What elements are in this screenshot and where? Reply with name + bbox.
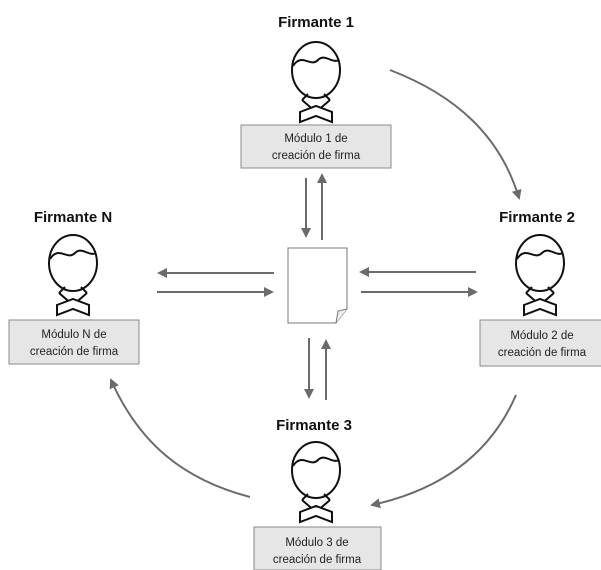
signer-2-module-line1: Módulo 2 de: [510, 330, 573, 342]
arrow-signer-1-to-signer-2: [389, 69, 522, 200]
person-icon: [515, 234, 565, 316]
signer-2-module-box: Módulo 2 de creación de firma: [479, 319, 601, 367]
person-icon: [291, 41, 341, 123]
arrow-signer-3-to-signer-n: [109, 378, 251, 498]
arrow-signer-2-to-signer-3: [370, 394, 517, 509]
signer-n-module-line1: Módulo N de: [41, 329, 106, 341]
signer-3-module-box: Módulo 3 de creación de firma: [253, 526, 382, 570]
exchange-arrows: [157, 173, 478, 400]
signer-3-title: Firmante 3: [276, 417, 352, 434]
signer-n-module-box: Módulo N de creación de firma: [8, 319, 140, 365]
signer-1-module-box: Módulo 1 de creación de firma: [240, 124, 392, 169]
person-icon: [291, 441, 341, 523]
cycle-arrows: [109, 69, 522, 509]
signer-n-module-line2: creación de firma: [30, 346, 119, 358]
signer-1-title: Firmante 1: [278, 14, 354, 31]
person-icon: [48, 234, 98, 316]
signer-3-module-line1: Módulo 3 de: [285, 537, 348, 549]
signer-3-module-line2: creación de firma: [273, 554, 362, 566]
signer-n-title: Firmante N: [34, 209, 112, 226]
document-icon: [287, 247, 348, 324]
signer-2-module-line2: creación de firma: [498, 347, 587, 359]
signer-2-title: Firmante 2: [499, 209, 575, 226]
signer-1-module-line1: Módulo 1 de: [284, 133, 347, 145]
signer-1-module-line2: creación de firma: [272, 150, 361, 162]
